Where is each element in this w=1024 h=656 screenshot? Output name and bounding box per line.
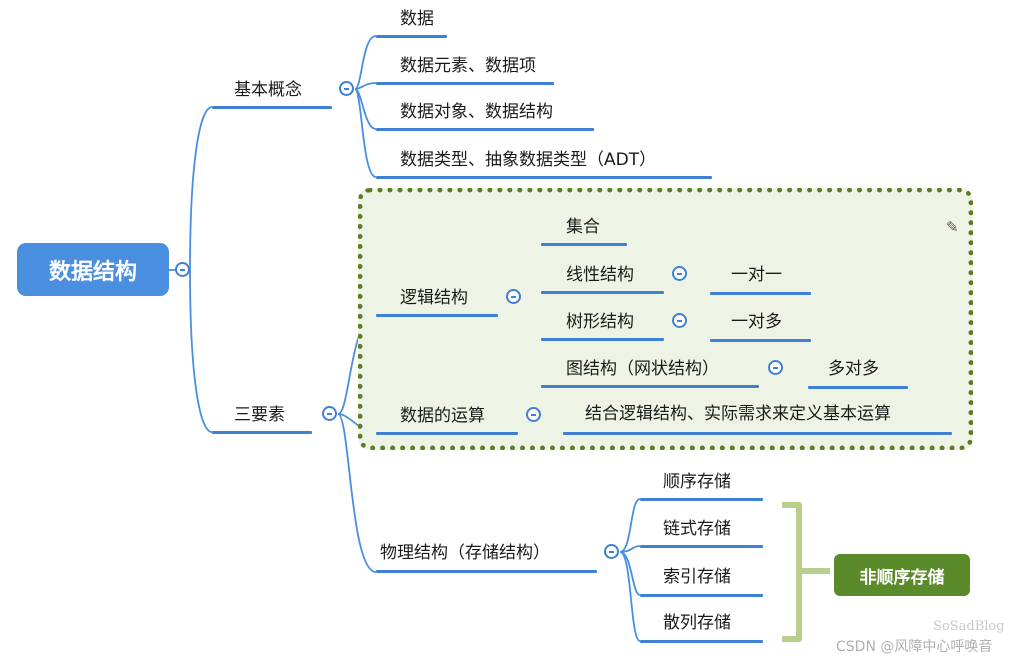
linear-structure-branch <box>541 291 664 294</box>
basic-item-element: 数据元素、数据项 <box>400 56 536 76</box>
graph-structure-label: 图结构（网状结构） <box>566 359 719 379</box>
tree-relation-label: 一对多 <box>731 312 782 332</box>
tree-structure-label: 树形结构 <box>566 312 634 332</box>
graph-relation-label: 多对多 <box>828 359 879 379</box>
graph-structure-collapse-toggle[interactable] <box>768 360 783 375</box>
tree-structure-collapse-toggle[interactable] <box>672 313 687 328</box>
three-elements-collapse-toggle[interactable] <box>322 406 337 421</box>
physical-structure-collapse-toggle[interactable] <box>604 544 619 559</box>
three-elements-label: 三要素 <box>234 405 285 425</box>
basic-concepts-branch <box>212 106 332 109</box>
linear-structure-collapse-toggle[interactable] <box>672 266 687 281</box>
three-elements-branch <box>212 431 312 434</box>
logical-structure-label: 逻辑结构 <box>400 288 468 308</box>
basic-item-adt-branch <box>376 176 712 179</box>
blog-watermark: SoSadBlog <box>933 619 1005 634</box>
root-node[interactable]: 数据结构 <box>17 243 169 296</box>
basic-item-data-branch <box>376 35 447 38</box>
summary-bracket <box>782 502 802 642</box>
operations-branch <box>376 432 518 435</box>
non-sequential-summary-node[interactable]: 非顺序存储 <box>834 554 970 596</box>
graph-structure-branch <box>541 385 759 388</box>
storage-hashed-branch <box>640 640 763 643</box>
physical-structure-branch <box>376 570 597 573</box>
set-label: 集合 <box>566 217 600 237</box>
operations-detail-branch <box>563 432 952 435</box>
tree-relation-branch <box>710 339 811 342</box>
logical-structure-collapse-toggle[interactable] <box>506 289 521 304</box>
root-collapse-toggle[interactable] <box>175 262 190 277</box>
logical-structure-branch <box>376 314 498 317</box>
physical-structure-label: 物理结构（存储结构） <box>380 543 550 563</box>
basic-item-object: 数据对象、数据结构 <box>400 102 553 122</box>
basic-concepts-label: 基本概念 <box>234 80 302 100</box>
linear-relation-label: 一对一 <box>731 265 782 285</box>
storage-linked-branch <box>640 545 763 548</box>
summary-bracket-tick <box>802 568 830 574</box>
linear-structure-label: 线性结构 <box>566 265 634 285</box>
storage-indexed-branch <box>640 594 763 597</box>
basic-item-data: 数据 <box>400 9 434 29</box>
set-branch <box>541 243 627 246</box>
basic-item-object-branch <box>376 128 594 131</box>
operations-detail-label: 结合逻辑结构、实际需求来定义基本运算 <box>585 404 891 424</box>
storage-linked-label: 链式存储 <box>663 519 731 539</box>
storage-sequential-label: 顺序存储 <box>663 472 731 492</box>
logic-operation-group-frame <box>358 188 973 450</box>
tree-structure-branch <box>541 338 664 341</box>
storage-hashed-label: 散列存储 <box>663 613 731 633</box>
operations-label: 数据的运算 <box>400 406 485 426</box>
storage-sequential-branch <box>640 498 763 501</box>
basic-concepts-collapse-toggle[interactable] <box>339 81 354 96</box>
pencil-edit-icon[interactable]: ✎ <box>946 218 959 236</box>
csdn-watermark: CSDN @风障中心呼唤音 <box>836 639 993 655</box>
linear-relation-branch <box>710 292 811 295</box>
operations-collapse-toggle[interactable] <box>526 407 541 422</box>
basic-item-adt: 数据类型、抽象数据类型（ADT） <box>400 150 657 170</box>
basic-item-element-branch <box>376 82 554 85</box>
storage-indexed-label: 索引存储 <box>663 567 731 587</box>
graph-relation-branch <box>808 386 908 389</box>
